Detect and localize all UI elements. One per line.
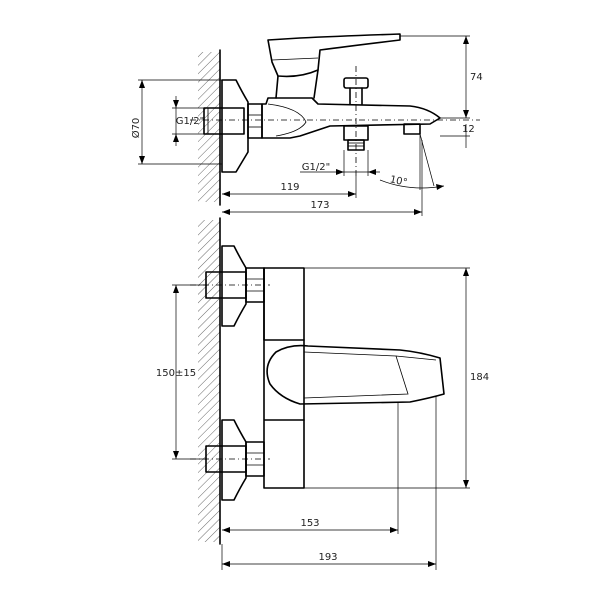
dim-thread-outlet: G1/2" <box>300 150 380 176</box>
dim-center-spacing: 150±15 <box>156 284 206 460</box>
escutcheon-side <box>221 79 249 173</box>
inlet-pipe-side <box>203 107 245 135</box>
dim-height-handle: 74 <box>400 35 483 119</box>
dim-spout-length: 173 <box>222 140 423 216</box>
label-thread-outlet: G1/2" <box>302 162 330 173</box>
mixer-body-top <box>263 267 305 341</box>
dim-outlet-distance: 119 <box>222 176 357 198</box>
side-view: Ø70 G1/2" 74 12 <box>130 33 483 216</box>
dim-handle-length: 153 <box>222 402 399 534</box>
dim-spout-offset: 12 <box>440 124 475 148</box>
label-spout-angle: 10° <box>389 174 409 188</box>
label-diameter: Ø70 <box>130 118 142 139</box>
label-handle-length: 153 <box>300 518 319 529</box>
label-thread-inlet: G1/2" <box>176 116 204 127</box>
handle-top <box>266 344 445 405</box>
label-center-spacing: 150±15 <box>156 368 196 379</box>
spout-nozzle <box>403 123 421 135</box>
dim-total-length: 193 <box>221 396 437 570</box>
mixer-body-side <box>261 97 441 139</box>
escutcheon-top-upper <box>221 245 247 327</box>
label-width: 184 <box>470 372 489 383</box>
label-height-handle: 74 <box>470 72 483 83</box>
label-total-length: 193 <box>318 552 337 563</box>
wall-hatch-top <box>198 52 220 202</box>
top-view: 150±15 184 153 193 <box>156 217 489 570</box>
label-outlet-distance: 119 <box>280 182 299 193</box>
wall-hatch-bottom <box>198 220 220 542</box>
dim-width: 184 <box>304 267 489 489</box>
dim-diameter: Ø70 <box>130 79 222 165</box>
dim-thread-inlet: G1/2" <box>172 96 204 146</box>
label-spout-offset: 12 <box>462 124 475 135</box>
dim-spout-angle: 10° <box>379 134 445 190</box>
handle-side <box>267 33 401 78</box>
nut-side <box>247 103 263 139</box>
escutcheon-top-lower <box>221 419 247 501</box>
label-spout-length: 173 <box>310 200 329 211</box>
